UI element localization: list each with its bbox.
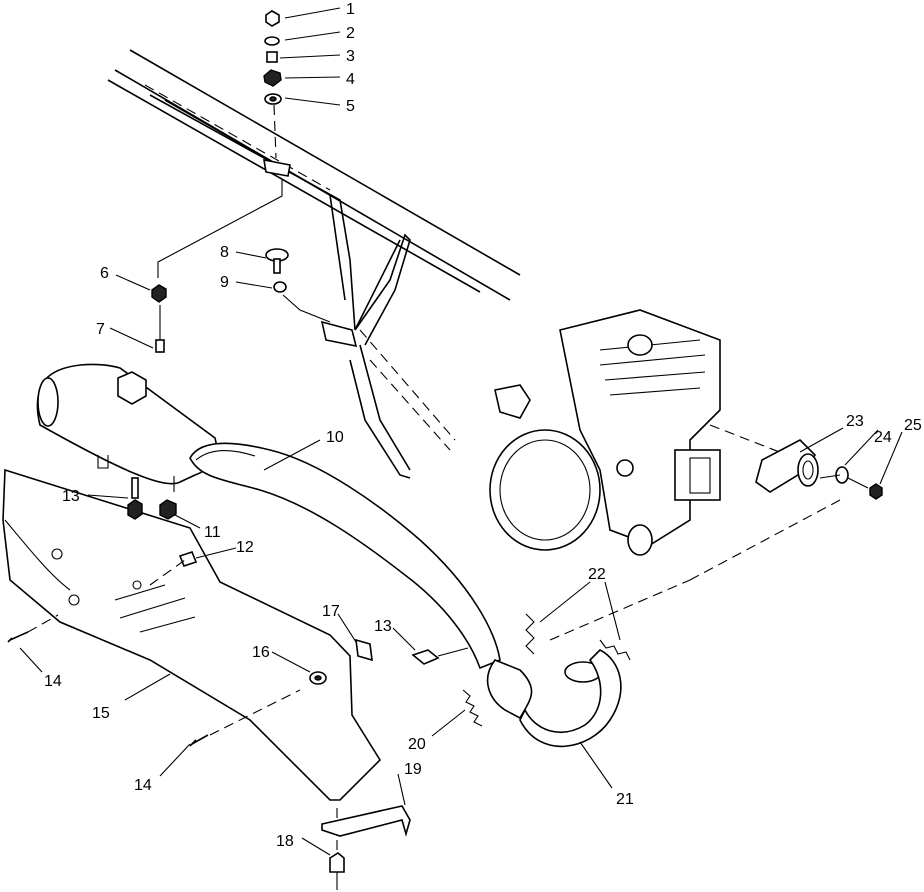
callout-8: 8: [220, 244, 229, 261]
callout-22: 22: [588, 566, 606, 583]
callout-24: 24: [874, 429, 892, 446]
callout-14-a: 14: [44, 673, 62, 690]
heat-shield: [2, 468, 382, 801]
callout-1: 1: [346, 1, 355, 18]
callout-25: 25: [904, 417, 922, 434]
callout-6: 6: [100, 265, 109, 282]
callout-11: 11: [204, 524, 221, 541]
leader-lines: [19, 7, 903, 856]
callout-18: 18: [276, 833, 294, 850]
mount-bracket-parts: [151, 180, 331, 353]
mount-hardware-stack: [263, 10, 282, 159]
callout-12: 12: [236, 539, 254, 556]
callout-17: 17: [322, 603, 340, 620]
callout-23: 23: [846, 413, 864, 430]
callout-10: 10: [326, 429, 344, 446]
callout-13-b: 13: [374, 618, 392, 635]
muffler: [36, 363, 217, 492]
callout-16: 16: [252, 644, 270, 661]
callout-21: 21: [616, 791, 634, 808]
callout-20: 20: [408, 736, 426, 753]
callout-19: 19: [404, 761, 422, 778]
frame-tubes: [107, 49, 521, 479]
callout-5: 5: [346, 98, 355, 115]
loose-hardware: [7, 477, 469, 890]
engine: [489, 309, 721, 556]
callout-3: 3: [346, 48, 355, 65]
callout-labels: 1 2 3 4 5 6 7 8 9 10 11 12 13 13 14 14 1…: [44, 1, 922, 850]
springs-and-clamp: [462, 499, 841, 748]
callout-4: 4: [346, 71, 355, 88]
callout-13-a: 13: [62, 488, 80, 505]
callout-9: 9: [220, 274, 229, 291]
callout-15: 15: [92, 705, 110, 722]
callout-14-b: 14: [134, 777, 152, 794]
callout-2: 2: [346, 25, 355, 42]
head-pipe: [189, 442, 501, 670]
callout-7: 7: [96, 321, 105, 338]
exhaust-flange-group: [709, 424, 883, 500]
